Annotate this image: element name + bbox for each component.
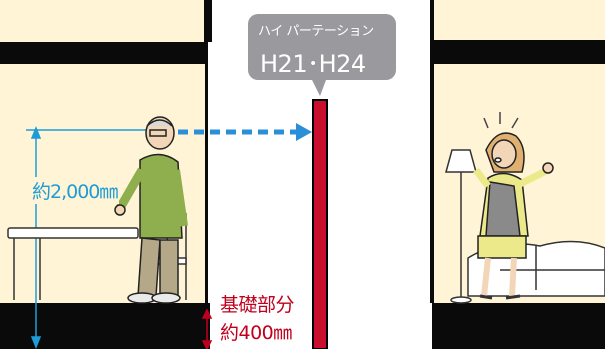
sightline-arrow bbox=[178, 123, 312, 141]
floor-slab-left bbox=[0, 303, 210, 349]
callout-model-number: H21･H24 bbox=[260, 50, 366, 78]
floor-lamp bbox=[445, 149, 477, 304]
upper-floor-slab bbox=[0, 42, 208, 64]
upper-floor-slab-right bbox=[432, 40, 605, 64]
eye-height-label: 約2,000㎜ bbox=[30, 177, 120, 204]
man-figure bbox=[114, 116, 188, 304]
woman-figure bbox=[473, 112, 554, 300]
callout-bubble bbox=[248, 14, 396, 96]
callout-subtitle: ハイ パーテーション bbox=[258, 24, 374, 39]
left-wall-line bbox=[205, 64, 208, 303]
foundation-height-label: 約400㎜ bbox=[220, 322, 292, 344]
dining-table bbox=[7, 227, 139, 300]
foundation-label: 基礎部分 bbox=[220, 294, 295, 316]
high-partition bbox=[312, 99, 328, 349]
floor-slab-right bbox=[432, 303, 605, 349]
foundation-marker bbox=[201, 308, 213, 349]
